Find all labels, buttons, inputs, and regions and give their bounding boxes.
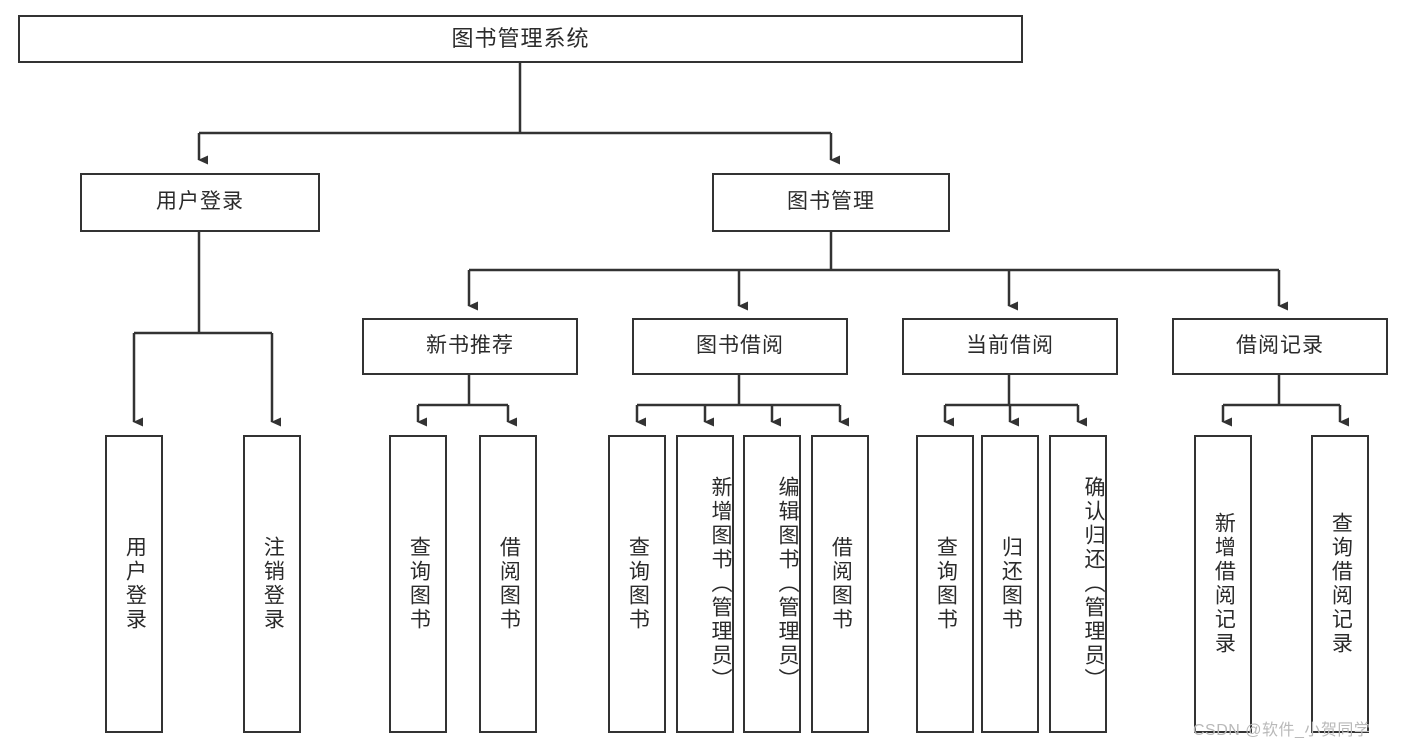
node-label: 借阅图书 — [829, 536, 853, 632]
node-label: 查询图书 — [626, 536, 650, 632]
watermark: CSDN @软件_小贺同学 — [1193, 722, 1371, 739]
node-label: 新书推荐 — [426, 334, 514, 358]
node-label: 查询借阅记录 — [1329, 512, 1353, 656]
node-label: 注销登录 — [261, 536, 285, 632]
node-label: 查询图书 — [407, 536, 431, 632]
node-book-management[interactable]: 图书管理 — [712, 173, 950, 232]
leaf-return-book[interactable]: 归还图书 — [981, 435, 1039, 733]
leaf-confirm-return-admin[interactable]: 确认归还（管理员） — [1049, 435, 1107, 733]
node-label: 图书借阅 — [696, 334, 784, 358]
leaf-query-borrow-record[interactable]: 查询借阅记录 — [1311, 435, 1369, 733]
node-label: 借阅图书 — [497, 536, 521, 632]
leaf-borrow-book[interactable]: 借阅图书 — [811, 435, 869, 733]
leaf-borrow-book-recommend[interactable]: 借阅图书 — [479, 435, 537, 733]
node-label: 图书管理系统 — [451, 26, 590, 52]
node-label: 用户登录 — [156, 190, 244, 214]
node-label: 确认归还（管理员） — [1082, 476, 1105, 692]
leaf-query-book-recommend[interactable]: 查询图书 — [389, 435, 447, 733]
leaf-query-book-borrow[interactable]: 查询图书 — [608, 435, 666, 733]
node-new-book-recommend[interactable]: 新书推荐 — [362, 318, 578, 375]
leaf-edit-book-admin[interactable]: 编辑图书（管理员） — [743, 435, 801, 733]
leaf-user-login[interactable]: 用户登录 — [105, 435, 163, 733]
node-label: 用户登录 — [123, 536, 147, 632]
node-label: 归还图书 — [999, 536, 1023, 632]
node-label: 查询图书 — [934, 536, 958, 632]
node-label: 编辑图书（管理员） — [776, 476, 799, 692]
leaf-query-book-current[interactable]: 查询图书 — [916, 435, 974, 733]
node-label: 当前借阅 — [966, 334, 1054, 358]
node-root-book-management-system[interactable]: 图书管理系统 — [18, 15, 1023, 63]
node-label: 新增借阅记录 — [1212, 512, 1236, 656]
node-book-borrow[interactable]: 图书借阅 — [632, 318, 848, 375]
node-label: 借阅记录 — [1236, 334, 1324, 358]
node-label: 新增图书（管理员） — [709, 476, 732, 692]
leaf-add-borrow-record[interactable]: 新增借阅记录 — [1194, 435, 1252, 733]
leaf-add-book-admin[interactable]: 新增图书（管理员） — [676, 435, 734, 733]
leaf-logout-login[interactable]: 注销登录 — [243, 435, 301, 733]
node-borrow-record[interactable]: 借阅记录 — [1172, 318, 1388, 375]
node-current-borrow[interactable]: 当前借阅 — [902, 318, 1118, 375]
node-label: 图书管理 — [787, 190, 875, 214]
node-user-login[interactable]: 用户登录 — [80, 173, 320, 232]
